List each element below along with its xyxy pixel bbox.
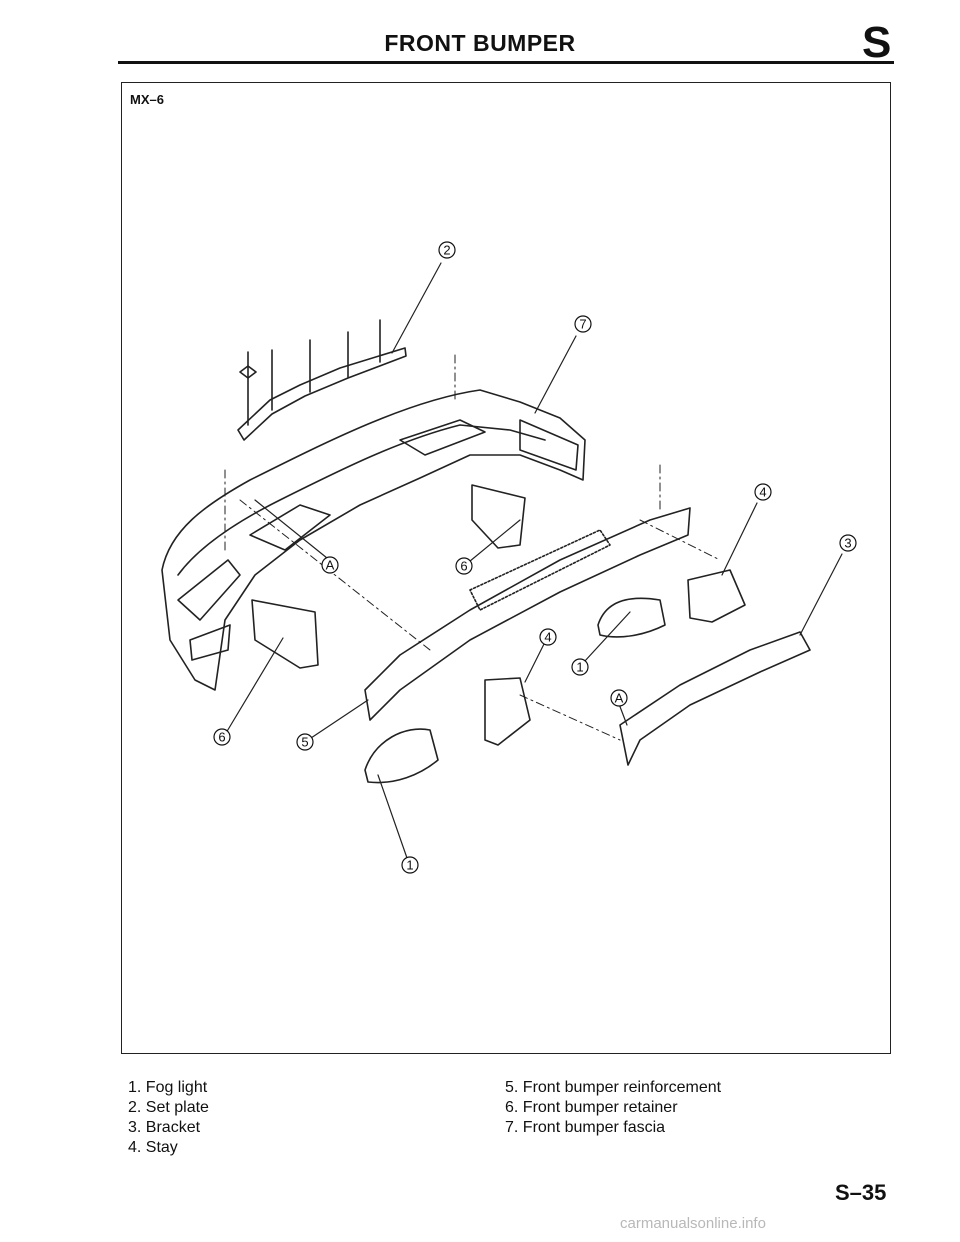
- legend-item: 6. Front bumper retainer: [505, 1099, 678, 1116]
- svg-text:A: A: [615, 691, 624, 706]
- callout-marker: 4: [539, 628, 557, 646]
- svg-text:1: 1: [406, 858, 413, 873]
- leader-lines: [225, 262, 843, 859]
- callout-marker: 3: [839, 534, 857, 552]
- callout-marker: 1: [401, 856, 419, 874]
- svg-text:2: 2: [443, 243, 450, 258]
- stay-part: [484, 569, 746, 746]
- svg-text:5: 5: [301, 735, 308, 750]
- callout-marker: 6: [213, 728, 231, 746]
- legend-item: 3. Bracket: [128, 1119, 201, 1136]
- section-letter: S: [862, 18, 892, 67]
- page-title: FRONT BUMPER: [384, 30, 576, 56]
- svg-text:A: A: [326, 558, 335, 573]
- svg-text:6: 6: [218, 730, 225, 745]
- callout-marker: 1: [571, 658, 589, 676]
- callout-marker: 6: [455, 557, 473, 575]
- legend-item: 2. Set plate: [128, 1099, 209, 1116]
- front-bumper-fascia-part: [161, 389, 586, 691]
- callouts: 2 7 4 3 A 6 4 1 A 6 5 1: [213, 241, 857, 874]
- legend-item: 1. Fog light: [128, 1079, 208, 1096]
- watermark: carmanualsonline.info: [620, 1215, 766, 1232]
- header-rule: [118, 61, 894, 64]
- legend-item: 5. Front bumper reinforcement: [505, 1079, 722, 1096]
- callout-marker: 7: [574, 315, 592, 333]
- bracket-part: [619, 631, 811, 766]
- svg-text:6: 6: [460, 559, 467, 574]
- svg-text:4: 4: [759, 485, 766, 500]
- callout-marker: 2: [438, 241, 456, 259]
- callout-marker: A: [610, 689, 628, 707]
- svg-text:4: 4: [544, 630, 551, 645]
- figure-frame: [121, 82, 891, 1054]
- fog-light-part: [364, 597, 666, 784]
- set-plate-part: [237, 319, 407, 441]
- svg-text:3: 3: [844, 536, 851, 551]
- parts-legend-left: 1. Fog light 2. Set plate 3. Bracket 4. …: [128, 1078, 209, 1158]
- front-bumper-reinforcement-part: [364, 507, 691, 721]
- callout-marker: 5: [296, 733, 314, 751]
- model-label: MX–6: [130, 92, 164, 107]
- legend-item: 4. Stay: [128, 1139, 178, 1156]
- legend-item: 7. Front bumper fascia: [505, 1119, 666, 1136]
- callout-marker: A: [321, 556, 339, 574]
- svg-text:7: 7: [579, 317, 586, 332]
- page-number: S–35: [835, 1180, 887, 1205]
- svg-text:1: 1: [576, 660, 583, 675]
- alignment-lines: [224, 354, 721, 741]
- parts-legend-right: 5. Front bumper reinforcement 6. Front b…: [505, 1078, 721, 1138]
- front-bumper-retainer-part: [251, 484, 526, 669]
- callout-marker: 4: [754, 483, 772, 501]
